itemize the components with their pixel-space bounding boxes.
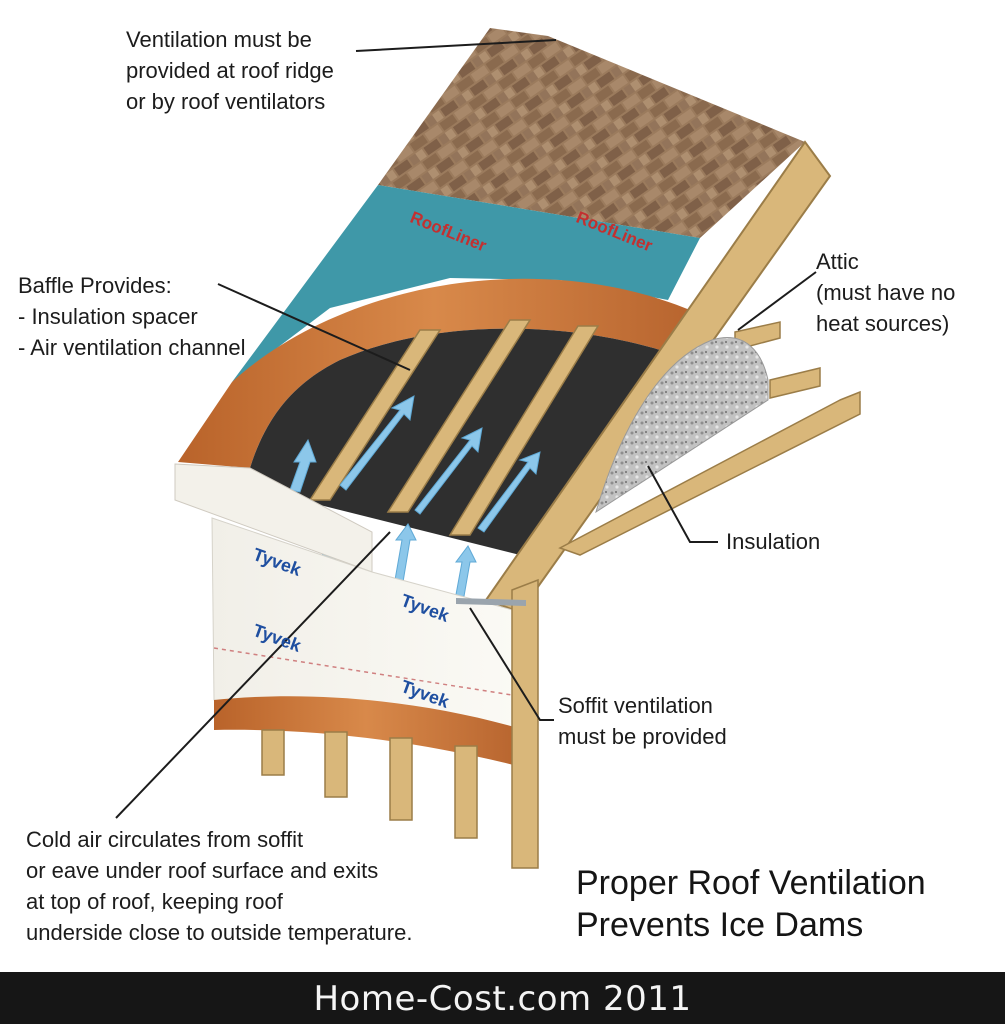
label-line: Baffle Provides: — [18, 273, 172, 298]
label-line: must be provided — [558, 724, 727, 749]
ridge-ventilation-label: Ventilation must be provided at roof rid… — [126, 24, 334, 117]
underlayment-layer — [232, 185, 700, 382]
soffit-ventilation-label: Soffit ventilation must be provided — [558, 690, 727, 752]
label-line: or by roof ventilators — [126, 89, 326, 114]
attic-label: Attic (must have no heat sources) — [816, 246, 955, 339]
insulation-label: Insulation — [726, 526, 820, 557]
label-line: - Insulation spacer — [18, 304, 198, 329]
roof-deck — [178, 278, 690, 468]
footer-bar: Home-Cost.com 2011 — [0, 972, 1005, 1024]
cold-air-label: Cold air circulates from soffit or eave … — [26, 824, 412, 948]
label-line: heat sources) — [816, 311, 950, 336]
label-line: underside close to outside temperature. — [26, 920, 413, 945]
leader-lines — [115, 39, 817, 819]
label-line: Soffit ventilation — [558, 693, 713, 718]
baffle-label: Baffle Provides: - Insulation spacer - A… — [18, 270, 245, 363]
diagram-title: Proper Roof Ventilation Prevents Ice Dam… — [576, 862, 926, 946]
rafters — [308, 319, 600, 536]
label-line: provided at roof ridge — [126, 58, 334, 83]
roof-cutaway-illustration — [115, 28, 861, 869]
label-line: or eave under roof surface and exits — [26, 858, 379, 883]
label-line: Ventilation must be — [126, 27, 312, 52]
diagram-canvas: RoofLiner RoofLiner Tyvek Tyvek Tyvek Ty… — [18, 24, 956, 948]
wall-studs — [261, 578, 539, 869]
label-line: - Air ventilation channel — [18, 335, 246, 360]
label-line: Insulation — [726, 529, 821, 554]
soffit-vent — [456, 598, 526, 606]
title-line: Proper Roof Ventilation — [576, 864, 926, 902]
label-line: (must have no — [816, 280, 956, 305]
shingle-layer — [378, 28, 805, 238]
label-line: Attic — [816, 249, 859, 274]
label-line: Cold air circulates from soffit — [26, 827, 304, 852]
footer-credit: Home-Cost.com 2011 — [313, 979, 692, 1019]
label-line: at top of roof, keeping roof — [26, 889, 283, 914]
wall-bottom-plate — [214, 696, 518, 766]
title-line: Prevents Ice Dams — [576, 906, 864, 944]
insulation-batt — [595, 337, 769, 514]
